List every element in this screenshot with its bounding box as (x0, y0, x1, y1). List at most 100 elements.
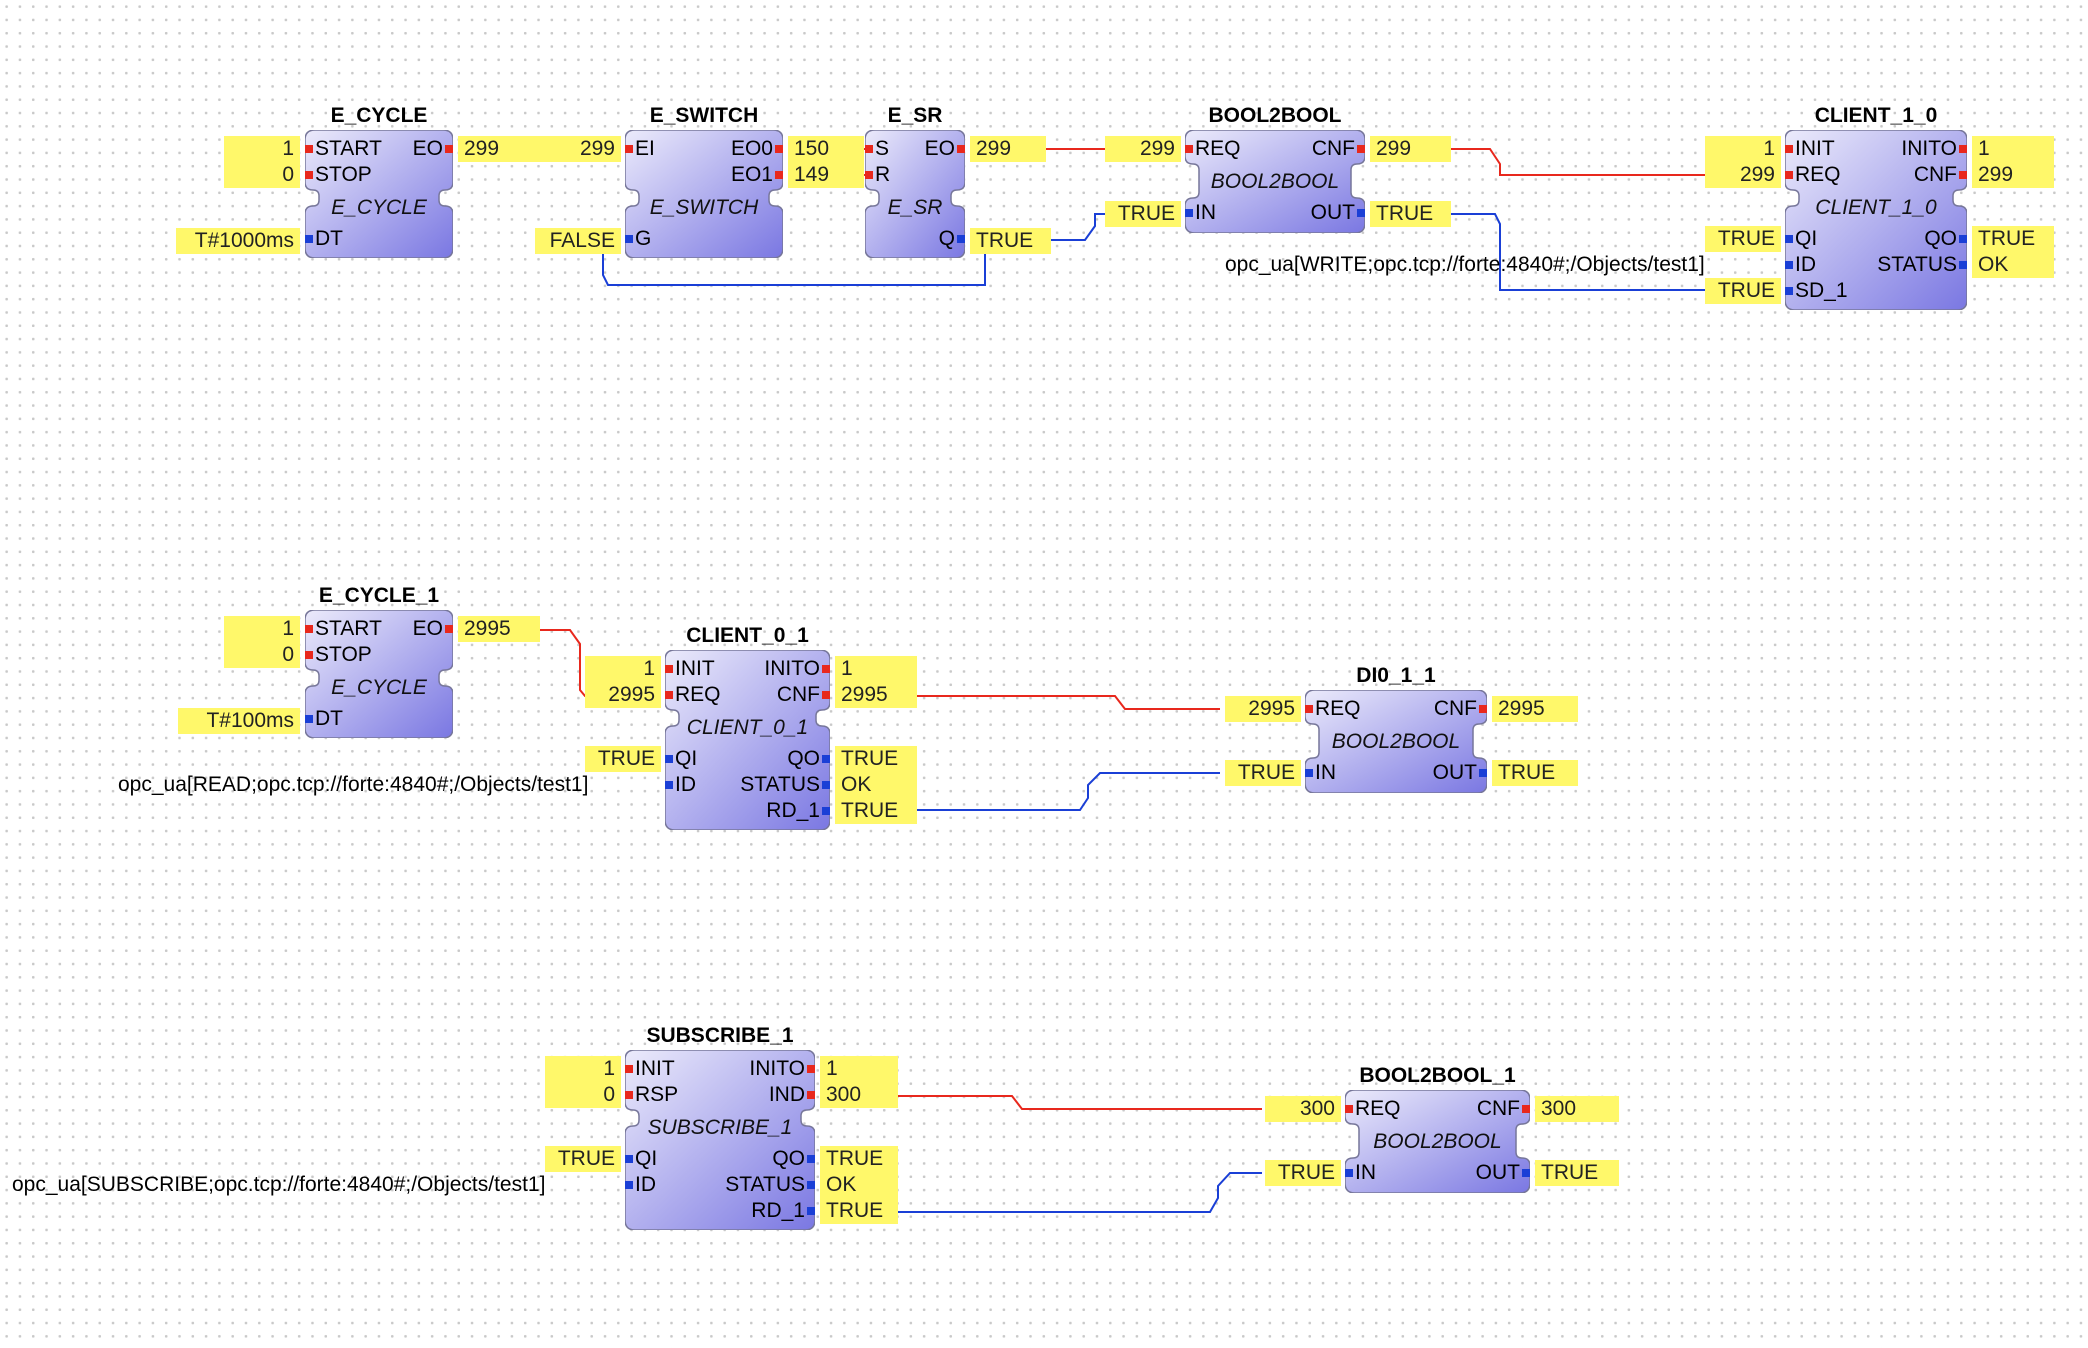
value-cnf[interactable]: 299 (1370, 136, 1451, 162)
value-status[interactable]: OK (835, 772, 917, 798)
value-stop[interactable]: 0 (224, 162, 300, 188)
fb-client-1-0[interactable]: CLIENT_1_0 CLIENT_1_0 INIT REQ INITO CNF… (1785, 104, 1967, 310)
value-req[interactable]: 299 (1705, 162, 1781, 188)
value-cnf[interactable]: 2995 (835, 682, 917, 708)
port-dt[interactable]: DT (305, 226, 343, 252)
port-req[interactable]: REQ (665, 682, 721, 708)
fb-bool2bool[interactable]: BOOL2BOOL BOOL2BOOL REQ CNF IN OUT (1185, 104, 1365, 233)
port-req[interactable]: REQ (1305, 696, 1361, 722)
value-eo[interactable]: 299 (970, 136, 1046, 162)
port-id[interactable]: ID (625, 1172, 656, 1198)
value-qi[interactable]: TRUE (585, 746, 661, 772)
port-cnf[interactable]: CNF (1914, 162, 1967, 188)
port-inito[interactable]: INITO (749, 1056, 815, 1082)
value-req[interactable]: 300 (1265, 1096, 1341, 1122)
value-sd-1[interactable]: TRUE (1705, 278, 1781, 304)
value-cnf[interactable]: 2995 (1492, 696, 1578, 722)
value-in[interactable]: TRUE (1225, 760, 1301, 786)
value-status[interactable]: OK (820, 1172, 898, 1198)
value-qo[interactable]: TRUE (820, 1146, 898, 1172)
port-status[interactable]: STATUS (740, 772, 830, 798)
port-id[interactable]: ID (1785, 252, 1816, 278)
port-in[interactable]: IN (1305, 760, 1336, 786)
value-inito[interactable]: 1 (1972, 136, 2054, 162)
value-stop[interactable]: 0 (224, 642, 300, 668)
port-eo0[interactable]: EO0 (731, 136, 783, 162)
fb-e-cycle[interactable]: E_CYCLE E_CYCLE START STOP EO DT (305, 104, 453, 258)
value-dt[interactable]: T#1000ms (176, 228, 300, 254)
value-cnf[interactable]: 300 (1535, 1096, 1619, 1122)
port-r[interactable]: R (865, 162, 890, 188)
value-ind[interactable]: 300 (820, 1082, 898, 1108)
port-dt[interactable]: DT (305, 706, 343, 732)
value-rd-1[interactable]: TRUE (835, 798, 917, 824)
port-eo[interactable]: EO (413, 136, 453, 162)
value-g[interactable]: FALSE (535, 228, 621, 254)
port-cnf[interactable]: CNF (1312, 136, 1365, 162)
value-req[interactable]: 2995 (585, 682, 661, 708)
port-id[interactable]: ID (665, 772, 696, 798)
fb-bool2bool-1[interactable]: BOOL2BOOL_1 BOOL2BOOL REQ CNF IN OUT (1345, 1064, 1530, 1193)
value-req[interactable]: 2995 (1225, 696, 1301, 722)
port-eo[interactable]: EO (413, 616, 453, 642)
port-out[interactable]: OUT (1311, 200, 1365, 226)
port-qo[interactable]: QO (787, 746, 830, 772)
value-init[interactable]: 1 (585, 656, 661, 682)
value-init[interactable]: 1 (1705, 136, 1781, 162)
fb-subscribe-1[interactable]: SUBSCRIBE_1 SUBSCRIBE_1 INIT RSP INITO I… (625, 1024, 815, 1230)
value-rsp[interactable]: 0 (545, 1082, 621, 1108)
value-eo1[interactable]: 149 (788, 162, 864, 188)
port-start[interactable]: START (305, 616, 382, 642)
value-status[interactable]: OK (1972, 252, 2054, 278)
value-out[interactable]: TRUE (1492, 760, 1578, 786)
value-dt[interactable]: T#100ms (178, 708, 300, 734)
port-req[interactable]: REQ (1345, 1096, 1401, 1122)
port-inito[interactable]: INITO (1901, 136, 1967, 162)
port-rd-1[interactable]: RD_1 (766, 798, 830, 824)
value-eo[interactable]: 299 (458, 136, 540, 162)
port-qi[interactable]: QI (625, 1146, 657, 1172)
port-eo1[interactable]: EO1 (731, 162, 783, 188)
port-in[interactable]: IN (1345, 1160, 1376, 1186)
port-out[interactable]: OUT (1476, 1160, 1530, 1186)
port-status[interactable]: STATUS (725, 1172, 815, 1198)
port-init[interactable]: INIT (1785, 136, 1835, 162)
port-qo[interactable]: QO (1924, 226, 1967, 252)
port-stop[interactable]: STOP (305, 642, 372, 668)
value-out[interactable]: TRUE (1535, 1160, 1619, 1186)
port-s[interactable]: S (865, 136, 889, 162)
value-in[interactable]: TRUE (1105, 201, 1181, 227)
port-sd-1[interactable]: SD_1 (1785, 278, 1848, 304)
port-init[interactable]: INIT (625, 1056, 675, 1082)
port-qi[interactable]: QI (1785, 226, 1817, 252)
port-cnf[interactable]: CNF (1434, 696, 1487, 722)
port-rsp[interactable]: RSP (625, 1082, 678, 1108)
fb-dio-1-1[interactable]: DI0_1_1 BOOL2BOOL REQ CNF IN OUT (1305, 664, 1487, 793)
value-cnf[interactable]: 299 (1972, 162, 2054, 188)
value-eo[interactable]: 2995 (458, 616, 540, 642)
value-q[interactable]: TRUE (970, 228, 1051, 254)
value-req[interactable]: 299 (1105, 136, 1181, 162)
value-qo[interactable]: TRUE (1972, 226, 2054, 252)
port-ei[interactable]: EI (625, 136, 655, 162)
port-cnf[interactable]: CNF (1477, 1096, 1530, 1122)
param-id[interactable]: opc_ua[SUBSCRIBE;opc.tcp://forte:4840#;/… (12, 1173, 546, 1196)
value-rd-1[interactable]: TRUE (820, 1198, 898, 1224)
value-in[interactable]: TRUE (1265, 1160, 1341, 1186)
value-qi[interactable]: TRUE (545, 1146, 621, 1172)
port-stop[interactable]: STOP (305, 162, 372, 188)
value-init[interactable]: 1 (545, 1056, 621, 1082)
port-qi[interactable]: QI (665, 746, 697, 772)
port-cnf[interactable]: CNF (777, 682, 830, 708)
value-eo0[interactable]: 150 (788, 136, 864, 162)
value-qo[interactable]: TRUE (835, 746, 917, 772)
fb-e-cycle-1[interactable]: E_CYCLE_1 E_CYCLE START STOP EO DT (305, 584, 453, 738)
value-inito[interactable]: 1 (835, 656, 917, 682)
port-start[interactable]: START (305, 136, 382, 162)
param-id[interactable]: opc_ua[WRITE;opc.tcp://forte:4840#;/Obje… (1225, 253, 1705, 276)
value-qi[interactable]: TRUE (1705, 226, 1781, 252)
port-g[interactable]: G (625, 226, 651, 252)
port-req[interactable]: REQ (1185, 136, 1241, 162)
value-start[interactable]: 1 (224, 616, 300, 642)
value-start[interactable]: 1 (224, 136, 300, 162)
